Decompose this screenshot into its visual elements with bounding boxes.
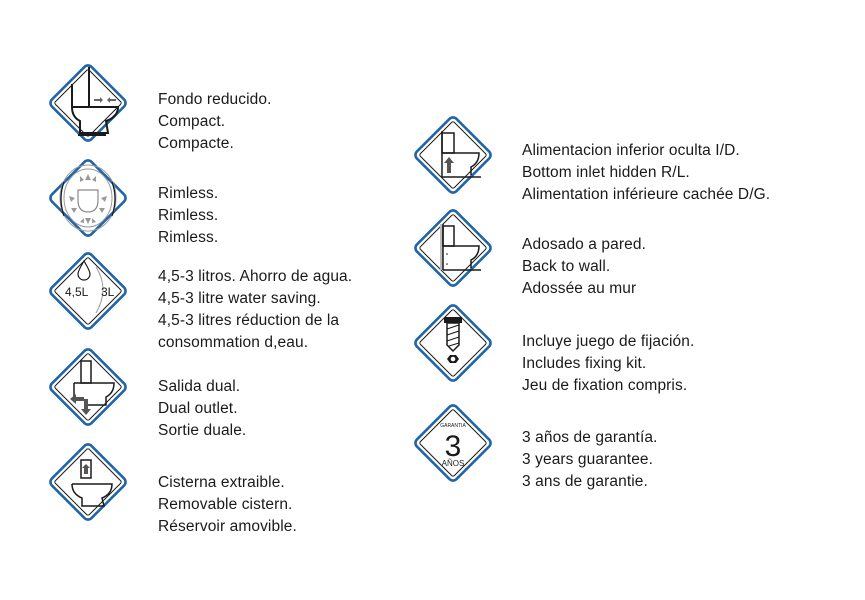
water-half-label: 3L <box>101 285 115 299</box>
feature-text-en: Back to wall. <box>522 258 611 275</box>
removable-cistern-icon <box>44 438 132 526</box>
feature-text-en: Rimless. <box>158 207 219 224</box>
feature-text-es: 3 años de garantía. <box>522 429 658 446</box>
guarantee-number: 3 <box>445 430 462 463</box>
feature-text-es: Incluye juego de fijación. <box>522 333 695 350</box>
feature-text-fr: 4,5-3 litres réduction de la <box>158 312 340 329</box>
dual-outlet-icon <box>44 343 132 431</box>
feature-text-en: 4,5-3 litre water saving. <box>158 290 321 307</box>
fixing-kit-icon <box>409 299 497 387</box>
guarantee-icon: GARANTIA 3 AÑOS <box>409 399 497 487</box>
bottom-inlet-icon <box>409 111 497 199</box>
feature-text-es: Fondo reducido. <box>158 91 272 108</box>
feature-text-es: Salida dual. <box>158 378 241 395</box>
feature-text-fr: Compacte. <box>158 135 234 152</box>
feature-text-en: Includes fixing kit. <box>522 355 647 372</box>
back-to-wall-icon <box>409 204 497 292</box>
feature-text-fr: Rimless. <box>158 229 219 246</box>
feature-text-fr: 3 ans de garantie. <box>522 473 648 490</box>
guarantee-bottom-label: AÑOS <box>442 459 465 468</box>
feature-text-fr-cont: consommation d,eau. <box>158 334 309 351</box>
feature-text-es: 4,5-3 litros. Ahorro de agua. <box>158 268 353 285</box>
rimless-bowl-icon <box>44 154 132 242</box>
feature-text-en: 3 years guarantee. <box>522 451 654 468</box>
feature-text-fr: Adossée au mur <box>522 280 637 297</box>
feature-text-en: Removable cistern. <box>158 496 293 513</box>
feature-text-es: Alimentacion inferior oculta I/D. <box>522 142 740 159</box>
feature-text-fr: Alimentation inférieure cachée D/G. <box>522 186 771 203</box>
feature-text-fr: Réservoir amovible. <box>158 518 297 535</box>
water-full-label: 4,5L <box>65 285 89 299</box>
compact-toilet-icon <box>44 59 132 147</box>
feature-text-es: Cisterna extraible. <box>158 474 285 491</box>
feature-text-fr: Sortie duale. <box>158 422 247 439</box>
feature-text-en: Compact. <box>158 113 226 130</box>
feature-text-en: Bottom inlet hidden R/L. <box>522 164 690 181</box>
guarantee-top-label: GARANTIA <box>440 423 466 429</box>
feature-text-en: Dual outlet. <box>158 400 238 417</box>
water-saving-icon: 4,5L 3L <box>44 247 132 335</box>
feature-text-fr: Jeu de fixation compris. <box>522 377 688 394</box>
feature-text-es: Rimless. <box>158 185 219 202</box>
feature-text-es: Adosado a pared. <box>522 236 646 253</box>
